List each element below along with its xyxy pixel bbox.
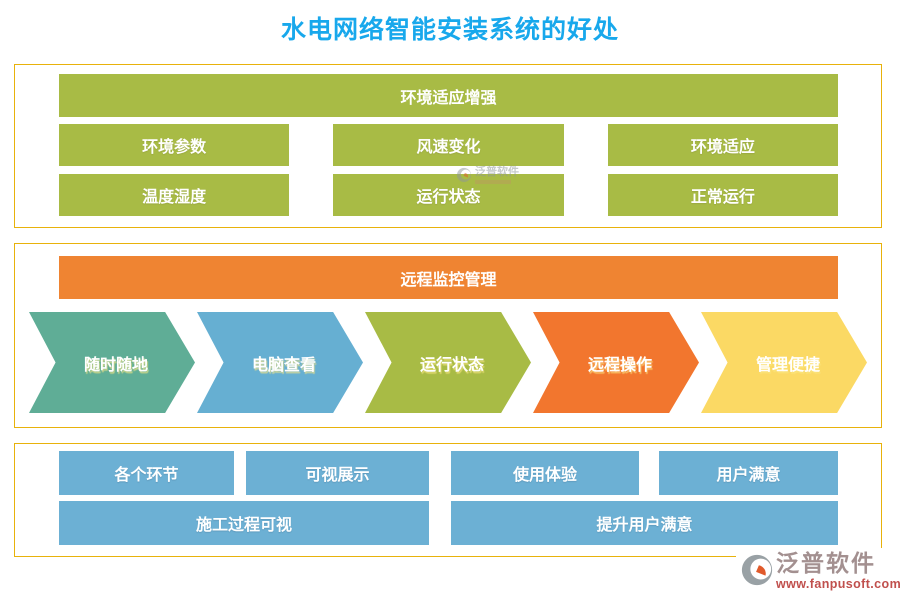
section-visualization: 各个环节 可视展示 施工过程可视 使用体验 用户满意 提升用户满意	[14, 443, 882, 557]
environment-grid: 环境参数 风速变化 环境适应 温度湿度 运行状态 正常运行	[59, 124, 838, 216]
visual-box-1: 各个环节	[59, 451, 234, 495]
env-box-2: 风速变化	[333, 124, 564, 166]
visual-box-4: 用户满意	[659, 451, 838, 495]
watermark-text: 泛普软件	[475, 166, 519, 178]
flow-arrow-5-label: 管理便捷	[755, 356, 820, 374]
env-box-1: 环境参数	[59, 124, 290, 166]
flow-arrow-5: 管理便捷	[701, 312, 867, 413]
visual-box-right-wide: 提升用户满意	[451, 501, 838, 545]
visual-group-left: 各个环节 可视展示 施工过程可视	[59, 451, 429, 545]
fanpu-logo-name: 泛普软件	[776, 550, 876, 576]
flow-arrow-3-label: 运行状态	[419, 356, 484, 374]
flow-arrow-4-label: 远程操作	[587, 356, 652, 374]
env-box-4: 温度湿度	[59, 174, 290, 216]
fanpu-logo-text: 泛普软件 www.fanpusoft.com	[776, 550, 900, 591]
visual-box-left-wide: 施工过程可视	[59, 501, 429, 545]
env-box-5: 运行状态	[333, 174, 564, 216]
watermark-fanpu: 泛普软件	[456, 166, 519, 184]
flow-arrow-2: 电脑查看	[197, 312, 363, 413]
env-box-3: 环境适应	[607, 124, 838, 166]
flow-arrow-2-label: 电脑查看	[251, 356, 316, 374]
remote-header: 远程监控管理	[59, 256, 838, 299]
visual-groups: 各个环节 可视展示 施工过程可视 使用体验 用户满意 提升用户满意	[59, 451, 838, 545]
visual-left-row1: 各个环节 可视展示	[59, 451, 429, 495]
flow-arrows: 随时随地 电脑查看 运行状态 远程操作 管理便捷	[29, 312, 867, 413]
section-remote-monitoring: 远程监控管理 随时随地 电脑查看 运行状态 远程操作 管理便捷	[14, 243, 882, 428]
page-title: 水电网络智能安装系统的好处	[280, 16, 619, 44]
section-environment: 环境适应增强 环境参数 风速变化 环境适应 温度湿度 运行状态 正常运行	[14, 64, 882, 228]
visual-box-2: 可视展示	[246, 451, 429, 495]
flow-arrow-3: 运行状态	[365, 312, 531, 413]
fanpu-logo: 泛普软件 www.fanpusoft.com	[736, 548, 900, 593]
flow-arrow-1-label: 随时随地	[83, 356, 148, 374]
flow-arrow-4: 远程操作	[533, 312, 699, 413]
visual-right-row1: 使用体验 用户满意	[451, 451, 838, 495]
flow-arrow-1: 随时随地	[29, 312, 195, 413]
fanpu-watermark-icon	[456, 167, 472, 183]
visual-group-right: 使用体验 用户满意 提升用户满意	[451, 451, 838, 545]
environment-header: 环境适应增强	[59, 74, 838, 117]
watermark-subline	[475, 180, 511, 184]
fanpu-logo-url: www.fanpusoft.com	[776, 577, 900, 591]
visual-box-3: 使用体验	[451, 451, 639, 495]
fanpu-logo-icon	[741, 554, 773, 586]
env-box-6: 正常运行	[607, 174, 838, 216]
